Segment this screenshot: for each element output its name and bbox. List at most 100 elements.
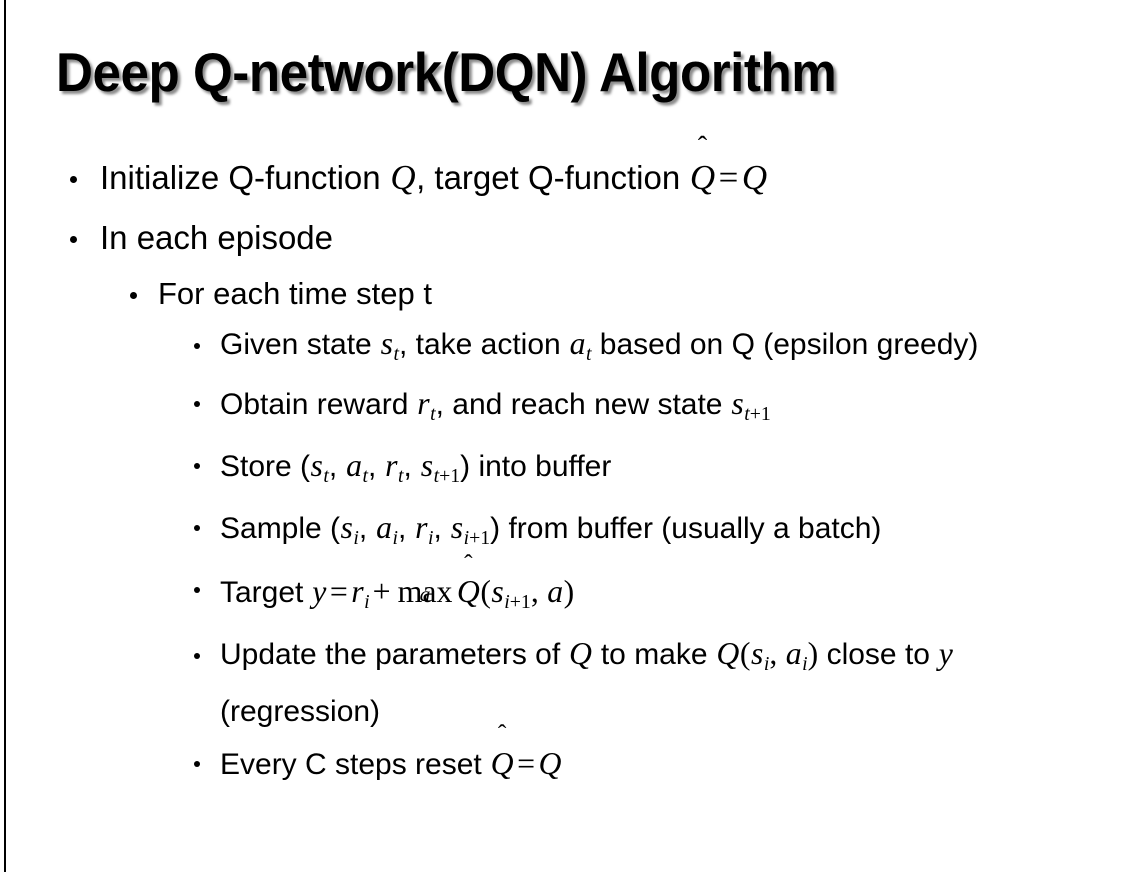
bullet-initialize-text: Initialize Q-function Q, target Q-functi… [100, 148, 1124, 208]
text-run: , [433, 511, 451, 545]
text-run: Initialize Q-function [100, 159, 390, 196]
math-var-s: s [380, 326, 393, 361]
math-subscript: t+1 [434, 465, 461, 487]
bullet-dot-icon [194, 343, 200, 349]
text-run: , take action [398, 328, 570, 361]
text-run: +1 [749, 402, 771, 425]
math-max-underscript: a [419, 581, 431, 606]
text-run: , target Q-function [416, 159, 690, 196]
math-var-a: a [785, 635, 802, 671]
math-paren: ) [807, 635, 819, 671]
text-run: i [504, 590, 510, 613]
math-var-q-hat: ̂Q [490, 735, 514, 793]
text-run: Given state [220, 328, 381, 361]
math-var-r: r [417, 385, 430, 421]
bullet-target: Target y=ri+maxâQ(si+1, a) [0, 564, 1124, 630]
math-var-q: Q [569, 635, 592, 671]
math-subscript: i+1 [504, 591, 531, 613]
math-paren: ( [480, 573, 491, 609]
bullet-dot-icon [194, 524, 200, 531]
math-subscript: i [364, 590, 370, 613]
text-run: ) into buffer [460, 449, 612, 483]
text-run: , [367, 449, 385, 483]
math-plus: + [372, 573, 391, 609]
bullet-given-state: Given state st, take action at based on … [0, 320, 1124, 378]
bullet-list: Initialize Q-function Q, target Q-functi… [0, 148, 1124, 794]
math-var-r: r [385, 447, 398, 483]
text-run: Sample ( [220, 511, 341, 545]
math-var-s: s [340, 509, 353, 545]
math-subscript: i+1 [464, 527, 491, 549]
text-run: t [433, 464, 440, 487]
bullet-in-each-episode: In each episode [0, 208, 1124, 268]
text-run: ) from buffer (usually a batch) [490, 511, 882, 545]
text-run: t [744, 402, 750, 425]
text-run: Every C steps reset [220, 747, 491, 781]
math-var-a: a [569, 326, 586, 361]
math-subscript: t+1 [744, 403, 771, 425]
bullet-given-state-text: Given state st, take action at based on … [220, 320, 1094, 378]
bullet-sample: Sample (si, ai, ri, si+1) from buffer (u… [0, 502, 1124, 564]
math-var-r: r [351, 573, 364, 609]
bullet-reset-text: Every C steps reset ̂Q=Q [220, 735, 1094, 794]
math-paren: ) [563, 573, 575, 609]
math-subscript: i [392, 526, 399, 549]
bullet-target-text: Target y=ri+maxâQ(si+1, a) [220, 564, 1094, 630]
bullet-update: Update the parameters of Q to make Q(si,… [0, 630, 1124, 735]
math-max-label: max [397, 573, 453, 609]
bullet-dot-icon [194, 760, 200, 767]
text-run: i [463, 526, 470, 549]
math-var-a: a [547, 573, 564, 609]
math-comma: , [769, 635, 786, 671]
math-var-q: Q [741, 158, 768, 197]
math-subscript: t [430, 402, 436, 425]
math-var-q: Q [390, 158, 416, 197]
math-subscript: i [763, 652, 770, 675]
math-var-y: y [938, 635, 953, 671]
math-equals: = [718, 158, 739, 197]
math-var-q-hat: ̂Q [689, 148, 715, 208]
math-equals: = [517, 745, 535, 781]
bullet-dot-icon [70, 176, 77, 183]
bullet-store-text: Store (st, at, rt, st+1) into buffer [220, 440, 1094, 502]
math-var-a: a [346, 447, 362, 483]
math-var-s: s [491, 573, 504, 609]
page-title: Deep Q-network(DQN) Algorithm [56, 41, 837, 103]
math-subscript: t [323, 464, 329, 487]
math-var-q: Q [689, 158, 716, 197]
slide-left-border [4, 0, 6, 872]
math-subscript: t [393, 342, 399, 365]
math-var-a: a [376, 509, 392, 545]
math-paren: ( [739, 635, 751, 671]
text-run: (regression) [220, 694, 381, 728]
math-var-s: s [450, 509, 464, 545]
bullet-dot-icon [194, 652, 200, 659]
text-run: , [358, 511, 376, 545]
bullet-initialize: Initialize Q-function Q, target Q-functi… [0, 148, 1124, 208]
text-run: to make [592, 637, 716, 671]
text-run: , [403, 449, 421, 483]
math-var-q: Q [538, 745, 562, 781]
bullet-dot-icon [70, 236, 77, 243]
text-run: +1 [439, 464, 461, 487]
math-var-y: y [312, 573, 327, 609]
text-run: , [328, 449, 346, 483]
bullet-update-text: Update the parameters of Q to make Q(si,… [220, 630, 1094, 735]
math-var-s: s [731, 385, 744, 421]
bullet-store: Store (st, at, rt, st+1) into buffer [0, 440, 1124, 502]
bullet-sample-text: Sample (si, ai, ri, si+1) from buffer (u… [220, 502, 1094, 564]
text-run: Update the parameters of [220, 637, 569, 671]
bullet-for-each-time-step-text: For each time step t [158, 276, 432, 311]
bullet-obtain-reward-text: Obtain reward rt, and reach new state st… [220, 378, 1094, 440]
text-run: , [398, 511, 415, 545]
text-run: Store ( [220, 449, 311, 483]
math-subscript: i [353, 526, 359, 549]
math-var-r: r [415, 509, 428, 545]
bullet-obtain-reward: Obtain reward rt, and reach new state st… [0, 378, 1124, 440]
text-run: Target [220, 575, 312, 609]
math-var-q: Q [456, 573, 480, 609]
math-subscript: i [802, 652, 808, 675]
math-var-q: Q [490, 745, 514, 781]
